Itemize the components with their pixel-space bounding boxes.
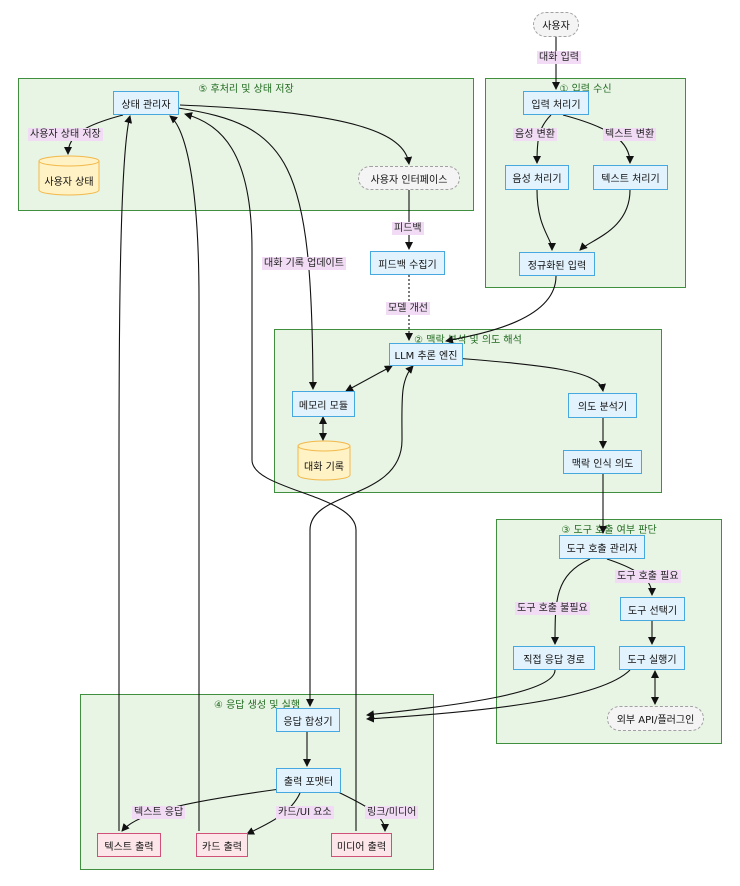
node-voice-processor: 음성 처리기 xyxy=(505,165,569,190)
node-tool-selector: 도구 선택기 xyxy=(620,597,685,621)
node-normalized-input: 정규화된 입력 xyxy=(519,252,595,276)
edge-llm-synth xyxy=(306,365,414,707)
cylinder-user-state: 사용자 상태 xyxy=(38,155,100,197)
node-response-synthesizer: 응답 합성기 xyxy=(276,708,340,732)
group-title: ③ 도구 호출 여부 판단 xyxy=(561,525,657,536)
edge-label-voice-conversion: 음성 변환 xyxy=(513,128,557,141)
edge-label-text-conversion: 텍스트 변환 xyxy=(603,128,657,141)
node-external-api: 외부 API/플러그인 xyxy=(607,706,704,731)
edge-label-link-media: 링크/미디어 xyxy=(365,806,419,819)
edge-label-text-response: 텍스트 응답 xyxy=(132,806,186,819)
node-feedback-collector: 피드백 수집기 xyxy=(370,251,445,275)
node-output-formatter: 출력 포맷터 xyxy=(276,768,341,793)
group-title: ④ 응답 생성 및 실행 xyxy=(213,700,301,711)
node-context-intent: 맥락 인식 의도 xyxy=(563,450,642,474)
cylinder-icon xyxy=(38,155,100,196)
node-direct-response: 직접 응답 경로 xyxy=(513,646,595,670)
edge-llm-intent xyxy=(454,357,606,392)
edge-cardout-state xyxy=(169,115,200,831)
node-intent-analyzer: 의도 분석기 xyxy=(568,393,637,418)
edge-normalized-llm xyxy=(445,275,557,344)
node-input-processor: 입력 처리기 xyxy=(523,91,589,115)
edge-voice-normalized xyxy=(536,189,556,251)
node-text-processor: 텍스트 처리기 xyxy=(593,165,668,190)
node-tool-call-manager: 도구 호출 관리자 xyxy=(559,535,645,559)
edge-label-conversation-input: 대화 입력 xyxy=(537,51,581,64)
edge-label-tool-call-needed: 도구 호출 필요 xyxy=(615,570,681,583)
edge-label-tool-call-not-needed: 도구 호출 불필요 xyxy=(515,602,590,615)
edge-label-feedback: 피드백 xyxy=(392,222,424,235)
group-title: ② 맥락 분석 및 의도 해석 xyxy=(414,335,522,346)
node-media-output: 미디어 출력 xyxy=(331,833,392,857)
node-memory-module: 메모리 모듈 xyxy=(292,391,355,417)
node-user-interface: 사용자 인터페이스 xyxy=(358,166,460,190)
node-state-manager: 상태 관리자 xyxy=(113,91,179,115)
edge-state-ui xyxy=(179,104,413,165)
edge-label-card-ui: 카드/UI 요소 xyxy=(276,806,334,819)
edge-label-update-history: 대화 기록 업데이트 xyxy=(262,257,346,270)
cylinder-label: 대화 기록 xyxy=(304,462,344,473)
edge-label-model-improvement: 모델 개선 xyxy=(386,302,430,315)
cylinder-label: 사용자 상태 xyxy=(44,177,94,188)
group-title: ⑤ 후처리 및 상태 저장 xyxy=(198,84,294,95)
cylinder-conversation-log: 대화 기록 xyxy=(297,440,351,482)
node-text-output: 텍스트 출력 xyxy=(97,833,161,857)
node-llm-engine: LLM 추론 엔진 xyxy=(389,343,463,366)
edge-direct-synth xyxy=(366,669,556,719)
cylinder-icon xyxy=(297,440,351,481)
node-user: 사용자 xyxy=(533,12,579,37)
edge-state-memory xyxy=(177,107,317,390)
edge-textout-state xyxy=(118,115,133,831)
edge-text-normalized xyxy=(579,189,631,251)
edge-mediaout-state xyxy=(184,112,357,831)
group-title: ① 입력 수신 xyxy=(559,84,612,95)
edge-llm-memory xyxy=(345,365,393,392)
edge-label-save-user-state: 사용자 상태 저장 xyxy=(28,128,103,141)
node-tool-executor: 도구 실행기 xyxy=(619,646,685,670)
edge-tool-not-needed xyxy=(551,558,591,645)
node-card-output: 카드 출력 xyxy=(196,833,248,857)
edge-executor-synth xyxy=(366,669,631,723)
